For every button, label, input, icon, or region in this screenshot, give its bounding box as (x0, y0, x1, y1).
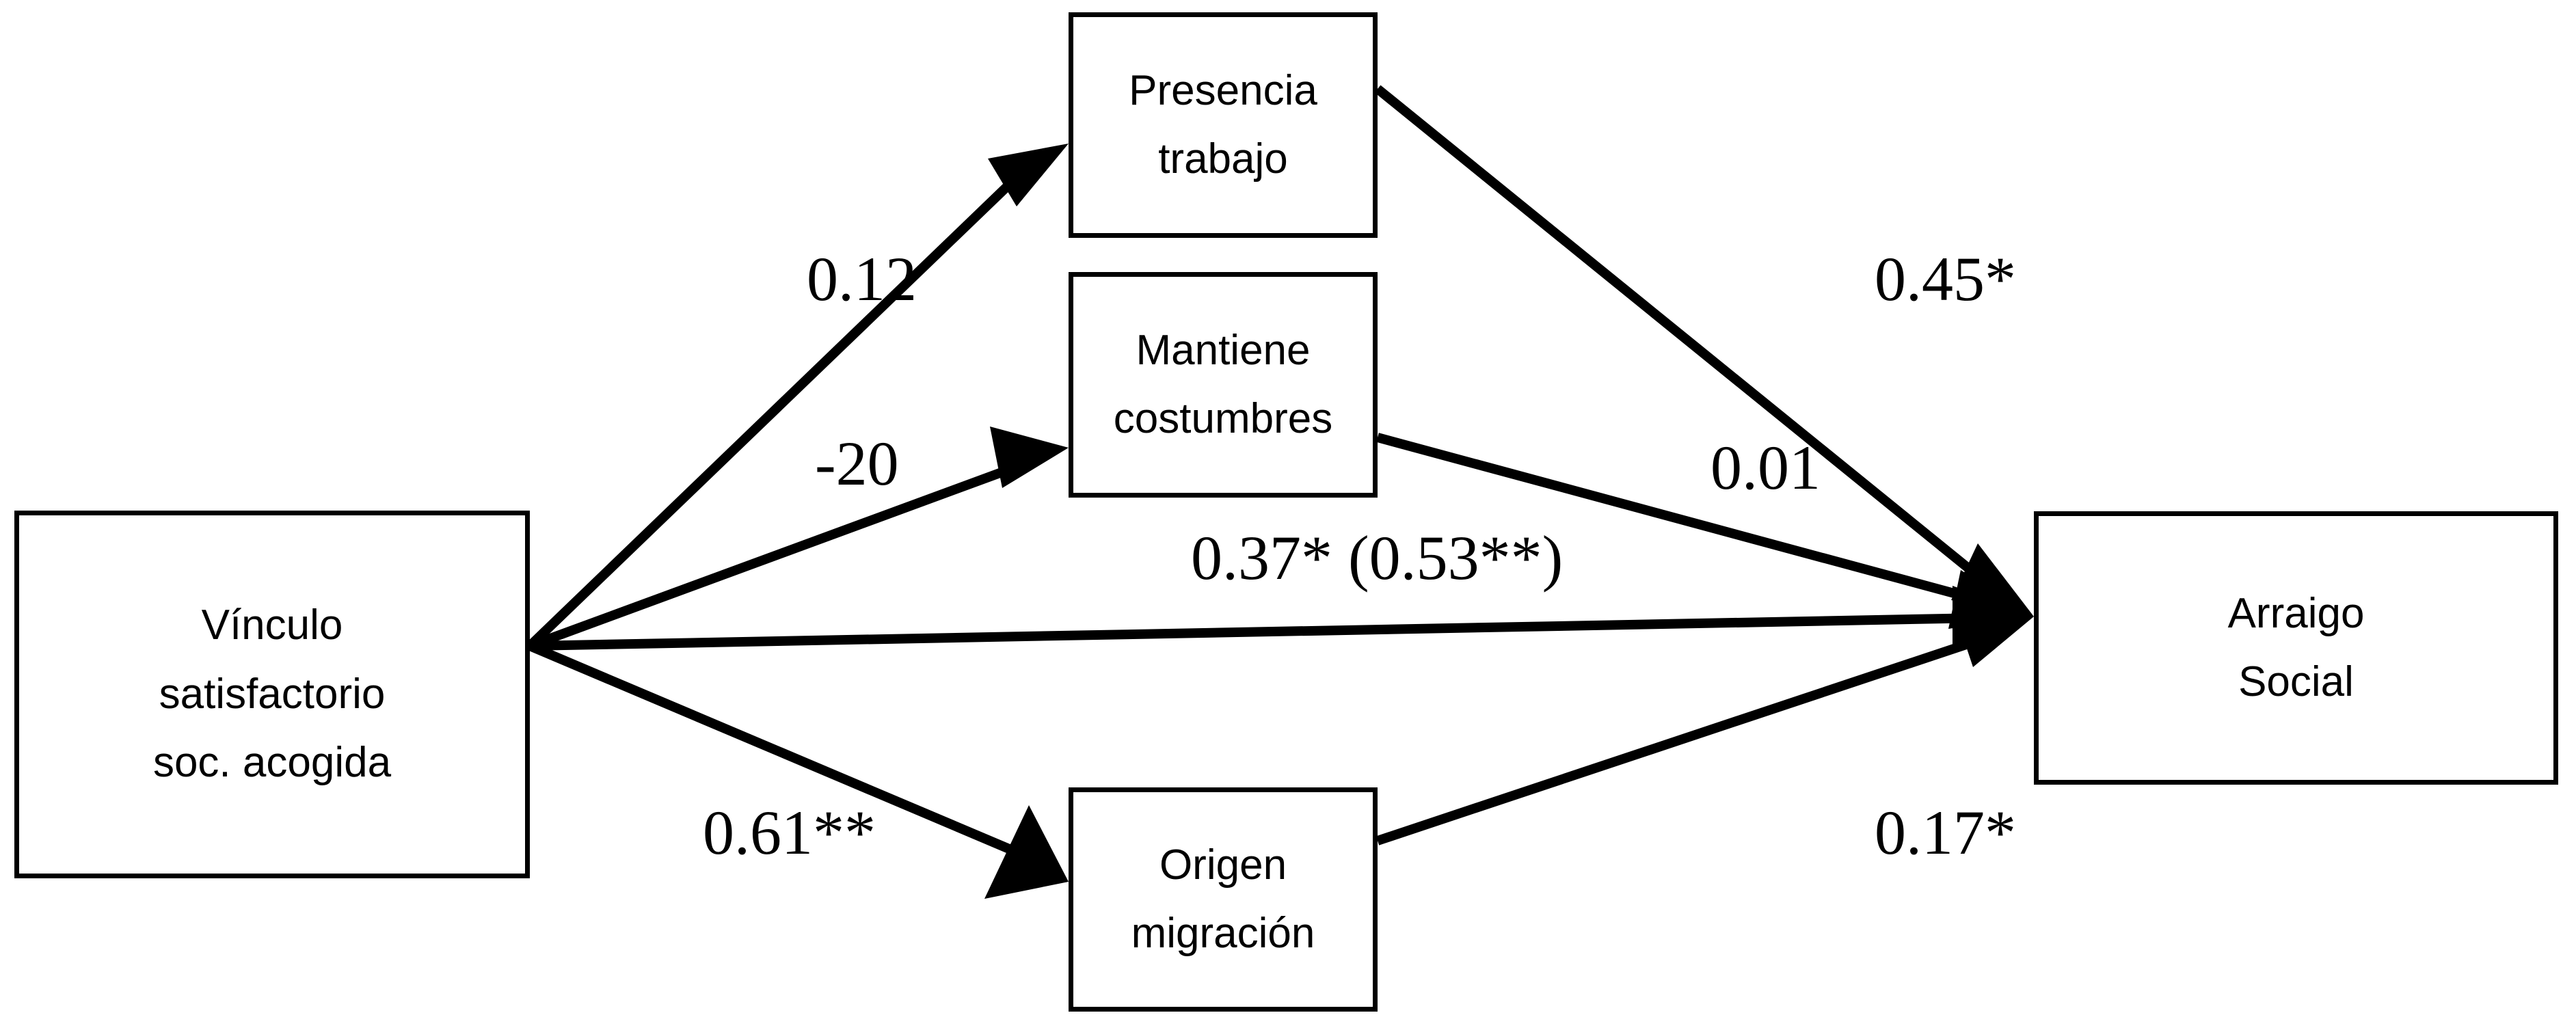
path-label-mantiene-arraigo: 0.01 (1710, 433, 1821, 502)
path-label-presencia-arraigo: 0.45* (1875, 244, 2016, 314)
node-mantiene-costumbres[interactable]: Mantiene costumbres (1069, 272, 1378, 498)
node-vinculo-line-1: Vínculo (201, 601, 343, 649)
edge-vinculo-arraigo (529, 586, 2034, 651)
edge-vinculo-presencia (526, 144, 1069, 650)
path-label-vinculo-mantiene: -20 (815, 429, 899, 498)
node-origen-line-1: Origen (1159, 841, 1287, 889)
path-label-vinculo-arraigo: 0.37* (0.53**) (1191, 523, 1564, 593)
node-presencia-trabajo[interactable]: Presencia trabajo (1069, 12, 1378, 238)
node-mantiene-line-2: costumbres (1113, 395, 1333, 442)
path-label-vinculo-presencia: 0.12 (807, 244, 917, 314)
node-origen-line-2: migración (1131, 910, 1315, 957)
node-arraigo-social[interactable]: Arraigo Social (2034, 511, 2558, 785)
edge-vinculo-origen (528, 641, 1069, 899)
node-origen-migracion[interactable]: Origen migración (1069, 787, 1378, 1012)
path-label-vinculo-origen: 0.61** (703, 798, 876, 867)
node-vinculo-line-3: soc. acogida (152, 739, 392, 787)
edge-origen-arraigo (1376, 606, 2034, 846)
node-arraigo-line-1: Arraigo (2227, 589, 2365, 637)
node-presencia-line-1: Presencia (1129, 66, 1317, 114)
node-arraigo-line-2: Social (2238, 658, 2354, 705)
path-label-origen-arraigo: 0.17* (1875, 798, 2016, 867)
node-presencia-line-2: trabajo (1158, 135, 1288, 182)
node-mantiene-line-1: Mantiene (1136, 326, 1311, 374)
node-vinculo-satisfactorio[interactable]: Vínculo satisfactorio soc. acogida (14, 511, 530, 878)
node-vinculo-line-2: satisfactorio (159, 670, 386, 718)
edge-vinculo-mantiene (528, 427, 1069, 651)
